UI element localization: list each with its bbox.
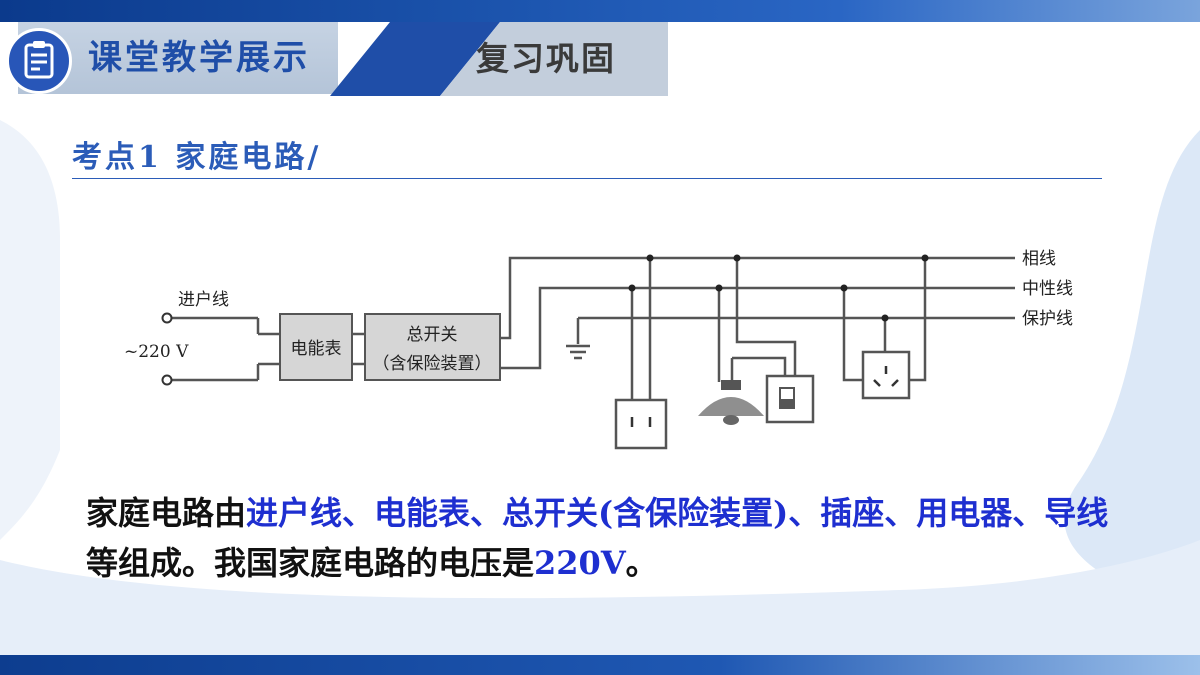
highlight-components: 进户线、电能表、总开关(含保险装置)、插座、用电器、导线 — [246, 494, 1109, 532]
switch-fuse-label: （含保险装置） — [373, 354, 492, 374]
switch-label: 总开关 — [407, 325, 458, 345]
ground-line-label: 保护线 — [1022, 309, 1073, 329]
phase-line-label: 相线 — [1022, 249, 1056, 269]
meter-label: 电能表 — [291, 339, 342, 359]
clipboard-icon — [6, 28, 72, 94]
text-segment: 等组成。我国家庭电路的电压是 — [86, 544, 535, 582]
highlight-voltage: 220V — [534, 544, 626, 582]
text-segment: 。 — [625, 544, 658, 582]
bottom-accent-bar — [0, 655, 1200, 675]
header-title: 课堂教学展示 — [88, 38, 310, 78]
incoming-line-label: 进户线 — [178, 290, 229, 310]
household-circuit-diagram: 进户线 ~220 V 电能表 总开关 （含保险装置） 相线 中性线 保护线 — [124, 249, 1073, 450]
text-segment: 家庭电路由 — [86, 494, 247, 532]
header-subtitle: 复习巩固 — [476, 39, 616, 78]
voltage-label: ~220 V — [124, 342, 189, 362]
top-accent-bar — [0, 0, 1200, 22]
summary-paragraph: 家庭电路由进户线、电能表、总开关(含保险装置)、插座、用电器、导线等组成。我国家… — [86, 488, 1126, 588]
section-divider — [72, 178, 1102, 179]
neutral-line-label: 中性线 — [1022, 279, 1073, 299]
header-sub-band — [330, 22, 668, 96]
section-title: 考点1 家庭电路/ — [72, 140, 322, 175]
